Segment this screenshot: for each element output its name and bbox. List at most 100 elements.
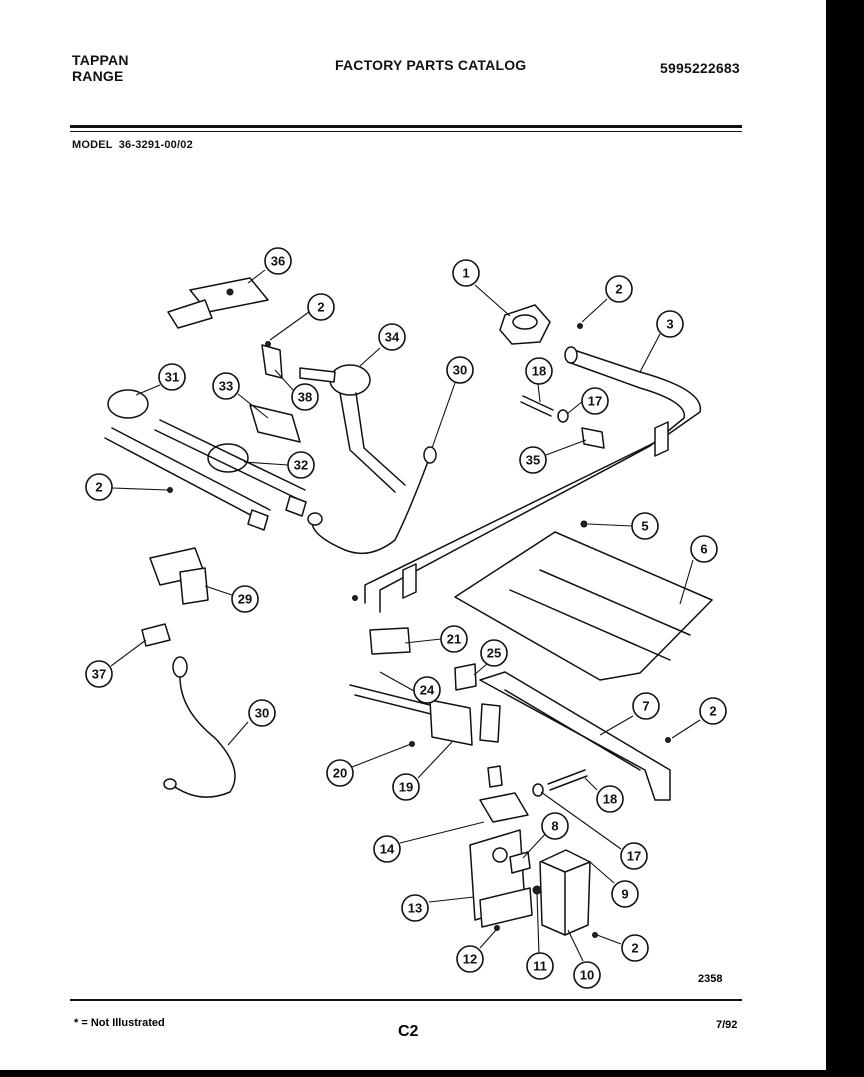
part-orifice-lower	[532, 769, 588, 797]
callout-30: 30	[248, 699, 276, 727]
brand-name: TAPPAN	[72, 52, 129, 68]
callout-29: 29	[231, 585, 259, 613]
callout-text: 25	[487, 646, 501, 661]
callout-text: 1	[462, 266, 469, 281]
callout-6: 6	[690, 535, 718, 563]
model-number: 36-3291-00/02	[118, 139, 193, 151]
callout-text: 30	[255, 706, 269, 721]
part-thermocouple-upper	[307, 446, 437, 555]
header-rule-thick	[70, 125, 742, 128]
callout-text: 13	[408, 901, 422, 916]
callout-text: 8	[551, 819, 558, 834]
callout-text: 10	[580, 968, 594, 983]
catalog-title: FACTORY PARTS CATALOG	[335, 57, 527, 73]
callout-text: 14	[380, 842, 395, 857]
part-regulator-1	[499, 304, 551, 345]
callout-text: 35	[526, 453, 540, 468]
callout-text: 21	[447, 632, 461, 647]
callout-2: 2	[85, 473, 113, 501]
callout-2: 2	[699, 697, 727, 725]
exploded-parts-diagram: 36 2 34 1 2 3 31 33 38 30 18 17 35 32 2 …	[85, 247, 727, 989]
callout-8: 8	[541, 812, 569, 840]
callout-text: 19	[399, 780, 413, 795]
drawing-number: 2358	[698, 973, 723, 985]
callout-text: 17	[627, 849, 641, 864]
callout-25: 25	[480, 639, 508, 667]
part-ignition-group	[349, 627, 501, 747]
callout-7: 7	[632, 692, 660, 720]
revision-date: 7/92	[716, 1019, 738, 1031]
callout-text: 36	[271, 254, 285, 269]
callout-2: 2	[307, 293, 335, 321]
callout-35: 35	[519, 446, 547, 474]
part-bracket-36	[167, 277, 269, 329]
footnote: * = Not Illustrated	[74, 1017, 165, 1029]
callout-text: 5	[641, 519, 648, 534]
callout-2: 2	[621, 934, 649, 962]
callout-1: 1	[452, 259, 480, 287]
callout-13: 13	[401, 894, 429, 922]
callout-text: 2	[95, 480, 102, 495]
callout-text: 38	[298, 390, 312, 405]
callout-text: 24	[420, 683, 435, 698]
callout-text: 2	[615, 282, 622, 297]
header-rule-thin	[70, 131, 742, 132]
callout-34: 34	[378, 323, 406, 351]
callout-31: 31	[158, 363, 186, 391]
callout-20: 20	[326, 759, 354, 787]
callout-30: 30	[446, 356, 474, 384]
part-thermocouple-lower	[141, 623, 236, 798]
callout-text: 37	[92, 667, 106, 682]
callout-text: 2	[709, 704, 716, 719]
callout-24: 24	[413, 676, 441, 704]
callout-text: 7	[642, 699, 649, 714]
part-shield-6	[454, 520, 713, 681]
callout-text: 33	[219, 379, 233, 394]
callout-3: 3	[656, 310, 684, 338]
callout-text: 18	[603, 792, 617, 807]
callout-32: 32	[287, 451, 315, 479]
part-rail-7	[479, 671, 671, 801]
callout-36: 36	[264, 247, 292, 275]
catalog-number: 5995222683	[660, 60, 740, 76]
callout-11: 11	[526, 952, 554, 980]
callout-text: 29	[238, 592, 252, 607]
part-drawings	[104, 277, 713, 938]
callout-18: 18	[525, 357, 553, 385]
part-valve-bracket	[469, 765, 533, 928]
part-burner-assembly	[104, 389, 307, 531]
part-screws	[167, 323, 671, 743]
callout-text: 11	[533, 959, 547, 974]
callout-text: 31	[165, 370, 179, 385]
callout-text: 9	[621, 887, 628, 902]
callout-17: 17	[581, 387, 609, 415]
callout-12: 12	[456, 945, 484, 973]
callout-text: 30	[453, 363, 467, 378]
parts-catalog-page: TAPPAN RANGE FACTORY PARTS CATALOG 59952…	[0, 0, 826, 1070]
callout-2: 2	[605, 275, 633, 303]
brand-block: TAPPAN RANGE	[72, 52, 129, 84]
callout-text: 6	[700, 542, 707, 557]
part-bracket-29	[149, 547, 209, 605]
part-valve-34	[299, 364, 406, 493]
callout-text: 17	[588, 394, 602, 409]
callout-19: 19	[392, 773, 420, 801]
callout-text: 18	[532, 364, 546, 379]
callout-text: 2	[317, 300, 324, 315]
callout-text: 2	[631, 941, 638, 956]
callout-text: 12	[463, 952, 477, 967]
footer-rule	[70, 999, 742, 1001]
part-orifice-upper	[520, 395, 605, 449]
callout-38: 38	[291, 383, 319, 411]
callout-text: 32	[294, 458, 308, 473]
callout-10: 10	[573, 961, 601, 989]
callout-33: 33	[212, 372, 240, 400]
callout-labels: 36 2 34 1 2 3 31 33 38 30 18 17 35 32 2 …	[85, 247, 727, 989]
callout-37: 37	[85, 660, 113, 688]
part-box-10	[494, 849, 598, 938]
callout-text: 3	[666, 317, 673, 332]
part-manifold-3	[364, 346, 702, 613]
callout-17: 17	[620, 842, 648, 870]
callout-21: 21	[440, 625, 468, 653]
callout-14: 14	[373, 835, 401, 863]
